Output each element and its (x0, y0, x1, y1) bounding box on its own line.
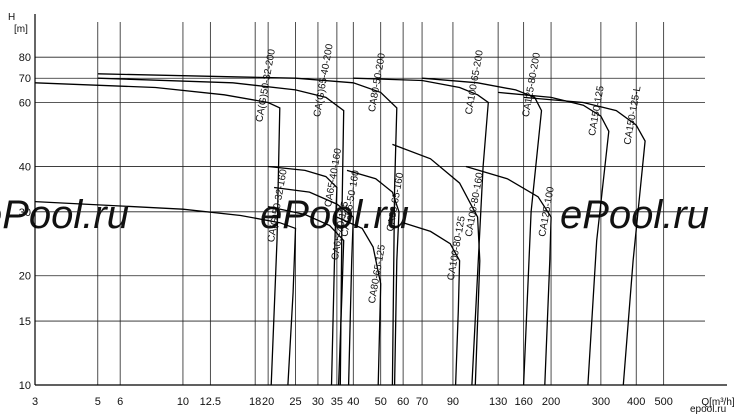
y-tick-label: 30 (19, 207, 31, 219)
x-tick-label: 20 (262, 396, 274, 408)
curve-ca-g-80-65-125 (336, 216, 382, 386)
x-tick-label: 90 (447, 396, 459, 408)
curve-series: CA(G)50-32-200CA(G)50-32-160CA(G)65-40-2… (34, 43, 646, 386)
x-tick-label: 200 (542, 396, 560, 408)
epool-logo: epool.ru (690, 404, 726, 415)
y-axis-label: H (8, 12, 15, 23)
y-tick-label: 15 (19, 316, 31, 328)
y-tick-label: 40 (19, 161, 31, 173)
watermark-right: ePool.ru (560, 193, 709, 237)
curve-label: CA80-50-200 (367, 52, 388, 113)
x-tick-label: 40 (347, 396, 359, 408)
curve-ca-g-80-50-200 (97, 73, 398, 386)
x-tick-label: 30 (312, 396, 324, 408)
curve-ca65-40-160 (268, 165, 338, 386)
curve-ca-g-100-65-200 (353, 77, 489, 386)
curve-label: CA150-125-L (622, 85, 643, 146)
x-tick-label: 25 (289, 396, 301, 408)
x-tick-label: 5 (95, 396, 101, 408)
curve-cag65-50-160 (274, 186, 354, 386)
curve-label: CA100-80-160 (464, 171, 486, 237)
watermark-left: ePool.ru (0, 193, 129, 237)
curve-ca-g-50-32-200 (34, 82, 281, 386)
y-tick-label: 80 (19, 52, 31, 64)
y-axis-unit: [m] (14, 24, 28, 35)
curve-ca-g-125-100 (465, 165, 552, 386)
curve-label: CA100-80-125 (446, 215, 468, 281)
curve-ca-g-80-65-160 (346, 169, 400, 386)
curve-ca65-40-125 (267, 205, 345, 386)
x-tick-label: 35 (331, 396, 343, 408)
x-tick-label: 70 (416, 396, 428, 408)
axes (34, 14, 727, 386)
curve-ca-g-100-80-125 (402, 222, 461, 386)
grid (34, 22, 705, 386)
y-tick-label: 70 (19, 73, 31, 85)
curve-label: CA150-125 (587, 85, 607, 137)
watermark-center: ePool.ru (260, 193, 409, 237)
curve-ca-g-100-80-160 (392, 143, 481, 386)
x-tick-label: 400 (627, 396, 645, 408)
y-tick-label: 10 (19, 380, 31, 392)
x-tick-label: 160 (514, 396, 532, 408)
x-tick-label: 3 (32, 396, 38, 408)
y-tick-label: 60 (19, 98, 31, 110)
x-tick-label: 12.5 (200, 396, 221, 408)
x-tick-label: 60 (397, 396, 409, 408)
curve-label: CA80-65-125 (367, 243, 388, 304)
curve-ca-g-65-40-200 (97, 77, 345, 386)
curve-ca-g-50-32-160 (34, 200, 297, 386)
x-tick-label: 300 (592, 396, 610, 408)
curve-ca-g-150-125 (498, 91, 610, 386)
x-tick-label: 130 (489, 396, 507, 408)
curve-ca-g-125-80-200 (422, 77, 543, 386)
y-tick-label: 20 (19, 271, 31, 283)
x-tick-label: 50 (375, 396, 387, 408)
x-axis-unit-label: Q[m³/h] (701, 397, 735, 408)
x-tick-label: 6 (117, 396, 123, 408)
x-tick-label: 500 (654, 396, 672, 408)
curve-ca-g-150-125-l (523, 96, 646, 386)
x-tick-label: 10 (177, 396, 189, 408)
x-tick-label: 18 (249, 396, 261, 408)
